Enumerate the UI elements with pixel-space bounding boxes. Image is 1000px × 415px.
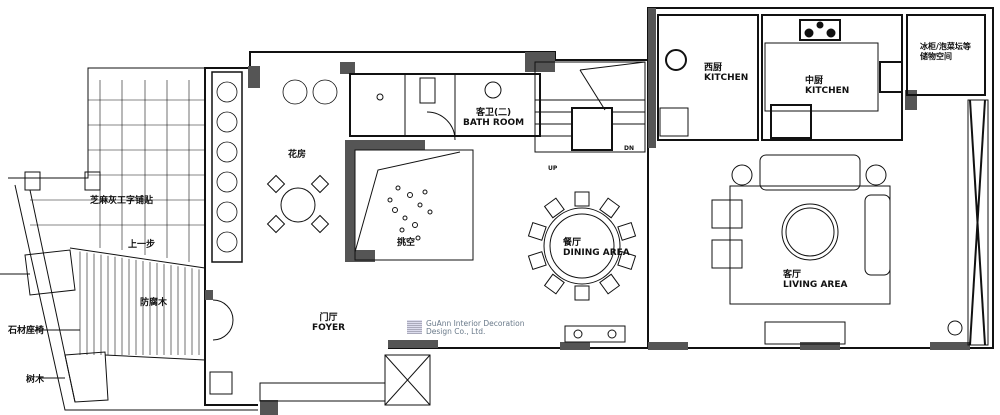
label-dining-en: DINING AREA xyxy=(563,248,630,258)
label-bathroom-en: BATH ROOM xyxy=(463,118,525,128)
label-paving: 芝麻灰工字铺贴 xyxy=(90,196,154,206)
watermark-line2: Design Co., Ltd. xyxy=(426,327,486,336)
label-trees: 树木 xyxy=(26,375,45,385)
void-area xyxy=(354,149,474,261)
label-stone-bench: 石材座椅 xyxy=(8,326,45,336)
label-storage-line2: 储物空间 xyxy=(920,52,952,61)
label-step-up: 上一步 xyxy=(128,240,156,250)
label-bathroom: 客卫(二)BATH ROOM xyxy=(463,108,524,128)
stove-burners xyxy=(804,21,836,38)
label-mid-kitchen-en: KITCHEN xyxy=(805,86,850,96)
label-void: 挑空 xyxy=(397,238,416,248)
flower-room-table xyxy=(266,174,330,234)
label-storage: 冰柜/泡菜坛等储物空间 xyxy=(920,42,971,62)
dining-chair xyxy=(543,273,565,295)
kitchen-walls xyxy=(657,14,989,346)
label-living-cn: 客厅 xyxy=(783,270,802,280)
dining-table xyxy=(543,207,621,285)
label-west-kitchen-en: KITCHEN xyxy=(704,73,749,83)
patio xyxy=(0,67,431,411)
dining-chair xyxy=(617,222,637,241)
dining-chair xyxy=(599,197,621,219)
dining-chair xyxy=(574,285,590,301)
dining-chair xyxy=(527,251,547,270)
label-deck: 防腐木 xyxy=(140,298,168,308)
label-flower-room: 花房 xyxy=(288,150,307,160)
paving-grid xyxy=(30,80,205,262)
dining-chair xyxy=(574,191,590,207)
bathroom xyxy=(349,73,541,141)
void-lights xyxy=(387,185,433,241)
watermark-line1: GuAnn Interior Decoration xyxy=(426,319,525,328)
staircase xyxy=(534,61,646,153)
dining-chair xyxy=(543,197,565,219)
label-living-en: LIVING AREA xyxy=(783,280,848,290)
wall-fills xyxy=(205,8,970,415)
label-foyer-cn: 门厅 xyxy=(319,313,338,323)
label-storage-line1: 冰柜/泡菜坛等 xyxy=(920,42,971,51)
label-bathroom-cn: 客卫(二) xyxy=(475,108,512,118)
dining-chair xyxy=(617,251,637,270)
label-dining-cn: 餐厅 xyxy=(563,238,582,248)
watermark-logo xyxy=(407,320,422,334)
label-stair-up: UP xyxy=(548,165,558,172)
label-west-kitchen-cn: 西厨 xyxy=(704,63,723,73)
label-mid-kitchen-cn: 中厨 xyxy=(805,76,824,86)
label-foyer-en: FOYER xyxy=(312,323,346,333)
dining-chairs xyxy=(527,191,637,301)
label-stair-down: DN xyxy=(624,145,635,152)
dining-chair xyxy=(527,222,547,241)
deck-boards xyxy=(79,251,200,355)
dining-chair xyxy=(599,273,621,295)
living-furniture xyxy=(564,154,963,345)
planters xyxy=(211,71,338,263)
